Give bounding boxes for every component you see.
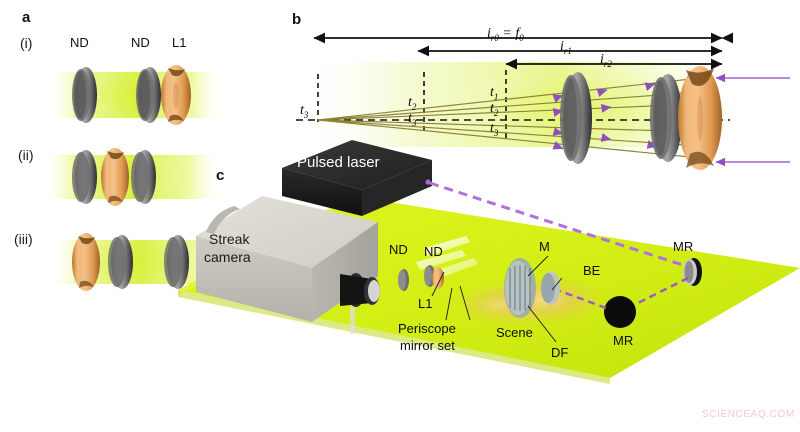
nd-filter-glyph bbox=[650, 74, 682, 162]
panel-a-label-nd-1: ND bbox=[70, 35, 89, 50]
leader-lines bbox=[431, 255, 563, 343]
lens-l1-glyph bbox=[161, 65, 191, 125]
label-l1: L1 bbox=[418, 296, 433, 311]
dimension-label-ir0: ir0 = f0 bbox=[487, 27, 524, 43]
t-right-2-base: t bbox=[490, 101, 494, 116]
diffuser-film-glyph bbox=[504, 258, 536, 318]
t-right-3-sub: 3 bbox=[493, 127, 499, 138]
label-diffuser-film: DF bbox=[551, 345, 569, 360]
panel-c-graphics bbox=[178, 140, 800, 384]
panel-a-row-i-roman: (i) bbox=[20, 35, 33, 51]
label-periscope-line1: Periscope bbox=[398, 321, 456, 336]
label-nd-2: ND bbox=[424, 244, 443, 259]
dim-ir0-extra-sub: 0 bbox=[519, 32, 524, 43]
nd-filter-glyph bbox=[164, 235, 189, 289]
nd-filter-glyph bbox=[131, 150, 156, 204]
panel-a-row-iii-roman: (iii) bbox=[14, 231, 33, 247]
nd-filter-glyph bbox=[398, 269, 409, 291]
label-streak-camera-line1: Streak bbox=[209, 231, 250, 247]
t-mid-2-base: t bbox=[408, 95, 412, 110]
t-mid-3-base: t bbox=[408, 111, 412, 126]
time-label-right-t3: t3 bbox=[490, 122, 498, 138]
label-mirror-mr-right: MR bbox=[673, 239, 694, 254]
lens-l1-glyph bbox=[678, 66, 722, 170]
time-label-left-t3: t3 bbox=[300, 104, 308, 120]
panel-a-row-ii-roman: (ii) bbox=[18, 147, 34, 163]
dim-ir2-i: i bbox=[600, 52, 604, 67]
time-label-right-t1: t1 bbox=[490, 86, 498, 102]
panel-a-label-l1: L1 bbox=[172, 35, 187, 50]
time-label-mid-t3: t3 bbox=[408, 112, 416, 128]
mirror-mr-lower-glyph bbox=[604, 296, 636, 328]
beam-mr-to-be bbox=[559, 289, 607, 310]
t-left-3-sub: 3 bbox=[303, 109, 309, 120]
label-pulsed-laser: Pulsed laser bbox=[297, 154, 380, 171]
nd-filter-glyph bbox=[72, 150, 97, 204]
ray-bundle bbox=[317, 77, 701, 159]
label-streak-camera-line2: camera bbox=[204, 249, 251, 265]
lens-l1-glyph bbox=[101, 148, 129, 206]
pulsed-laser-body bbox=[282, 140, 432, 216]
streak-camera-body bbox=[196, 196, 378, 322]
t-right-1-sub: 1 bbox=[493, 91, 499, 102]
t-right-3-base: t bbox=[490, 121, 494, 136]
dim-ir0-i: i bbox=[487, 26, 491, 41]
dim-ir2-sub: r2 bbox=[603, 58, 612, 69]
panel-a-row-ii-graphics bbox=[42, 148, 222, 206]
dimension-label-ir2: ir2 bbox=[600, 53, 612, 69]
dim-ir0-sub: r0 bbox=[490, 32, 499, 43]
camera-lens-barrel bbox=[340, 273, 380, 335]
time-label-mid-t2: t2 bbox=[408, 96, 416, 112]
t-right-2-sub: 2 bbox=[493, 107, 499, 118]
panel-a-label-nd-2: ND bbox=[131, 35, 150, 50]
dim-ir1-sub: r1 bbox=[563, 45, 572, 56]
label-mirror-mr-lower: MR bbox=[613, 333, 634, 348]
dim-ir1-i: i bbox=[560, 39, 564, 54]
lens-l1-glyph bbox=[72, 233, 100, 291]
panel-label-b: b bbox=[292, 11, 302, 28]
t-mid-3-sub: 3 bbox=[411, 117, 417, 128]
time-label-right-t2: t2 bbox=[490, 102, 498, 118]
mirror-mr-right-glyph bbox=[683, 258, 702, 286]
nd-filter-glyph bbox=[108, 235, 133, 289]
beam-expander-glyph bbox=[541, 271, 560, 305]
panel-label-a: a bbox=[22, 9, 31, 26]
label-beam-expander: BE bbox=[583, 263, 601, 278]
label-scene: Scene bbox=[496, 325, 533, 340]
t-left-3-base: t bbox=[300, 103, 304, 118]
label-mirror-m: M bbox=[539, 239, 550, 254]
nd-filter-glyph bbox=[560, 72, 592, 164]
panel-a-row-i-graphics bbox=[48, 65, 224, 125]
dimension-label-ir1: ir1 bbox=[560, 40, 572, 56]
t-right-1-base: t bbox=[490, 85, 494, 100]
watermark: SCIENCEAQ.COM bbox=[702, 409, 795, 420]
panel-b-graphics bbox=[296, 32, 790, 170]
dim-ir0-extra: = f bbox=[498, 26, 520, 41]
t-mid-2-sub: 2 bbox=[411, 101, 417, 112]
ray-direction-markers bbox=[552, 82, 658, 150]
laser-beam-path bbox=[429, 181, 693, 270]
nd-filter-glyph bbox=[136, 67, 161, 123]
lens-l1-glyph bbox=[432, 267, 444, 289]
label-nd-1: ND bbox=[389, 242, 408, 257]
nd-filter-glyph bbox=[72, 67, 97, 123]
incoming-beam bbox=[715, 73, 790, 167]
panel-label-c: c bbox=[216, 167, 225, 184]
label-periscope-line2: mirror set bbox=[400, 338, 455, 353]
